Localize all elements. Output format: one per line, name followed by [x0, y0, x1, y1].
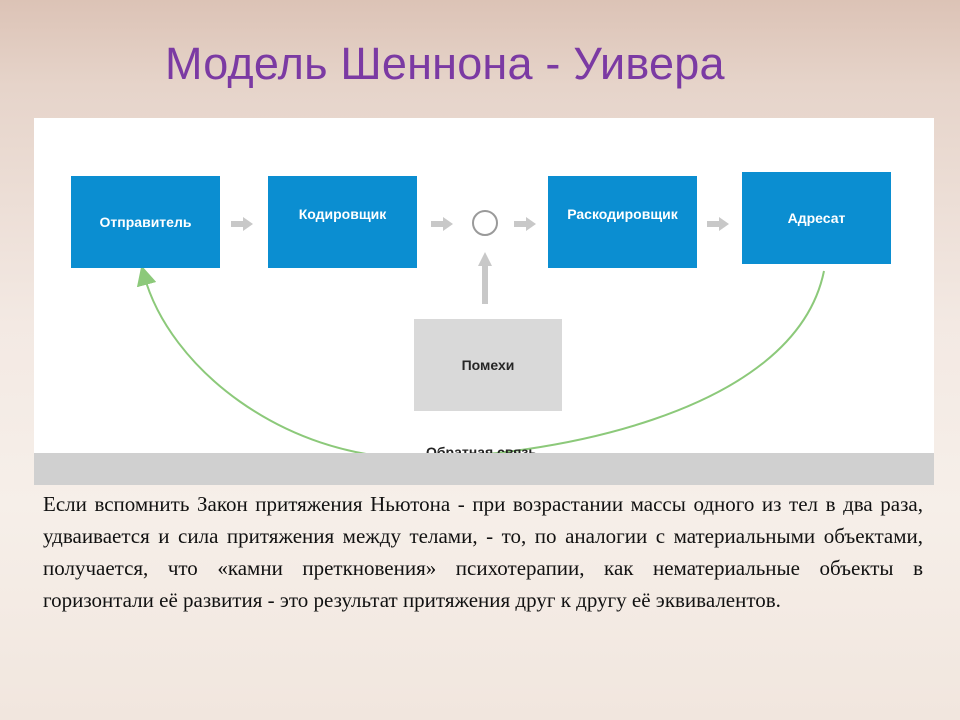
receiver-box: Адресат [742, 172, 891, 264]
arrow-right-icon [231, 217, 253, 231]
decoder-label: Раскодировщик [567, 206, 678, 222]
arrow-right-icon [431, 217, 453, 231]
encoder-box: Кодировщик [268, 176, 417, 268]
arrow-right-icon [707, 217, 729, 231]
body-paragraph: Если вспомнить Закон притяжения Ньютона … [43, 492, 923, 612]
slide-title: Модель Шеннона - Уивера [165, 38, 725, 89]
sender-box: Отправитель [71, 176, 220, 268]
arrow-up-icon [478, 252, 492, 304]
diagram-bottom-band [34, 453, 934, 485]
sender-label: Отправитель [99, 214, 192, 230]
decoder-box: Раскодировщик [548, 176, 697, 268]
noise-box: Помехи [414, 319, 562, 411]
shannon-weaver-diagram: Отправитель Кодировщик Раскодировщик Адр… [34, 118, 934, 453]
encoder-label: Кодировщик [298, 206, 387, 222]
receiver-label: Адресат [787, 210, 846, 226]
noise-label: Помехи [461, 357, 515, 373]
channel-circle-icon [472, 210, 498, 236]
feedback-arrow-path [136, 265, 825, 453]
feedback-label: Обратная связь [426, 444, 537, 453]
feedback-curve [136, 265, 825, 453]
arrow-right-icon [514, 217, 536, 231]
